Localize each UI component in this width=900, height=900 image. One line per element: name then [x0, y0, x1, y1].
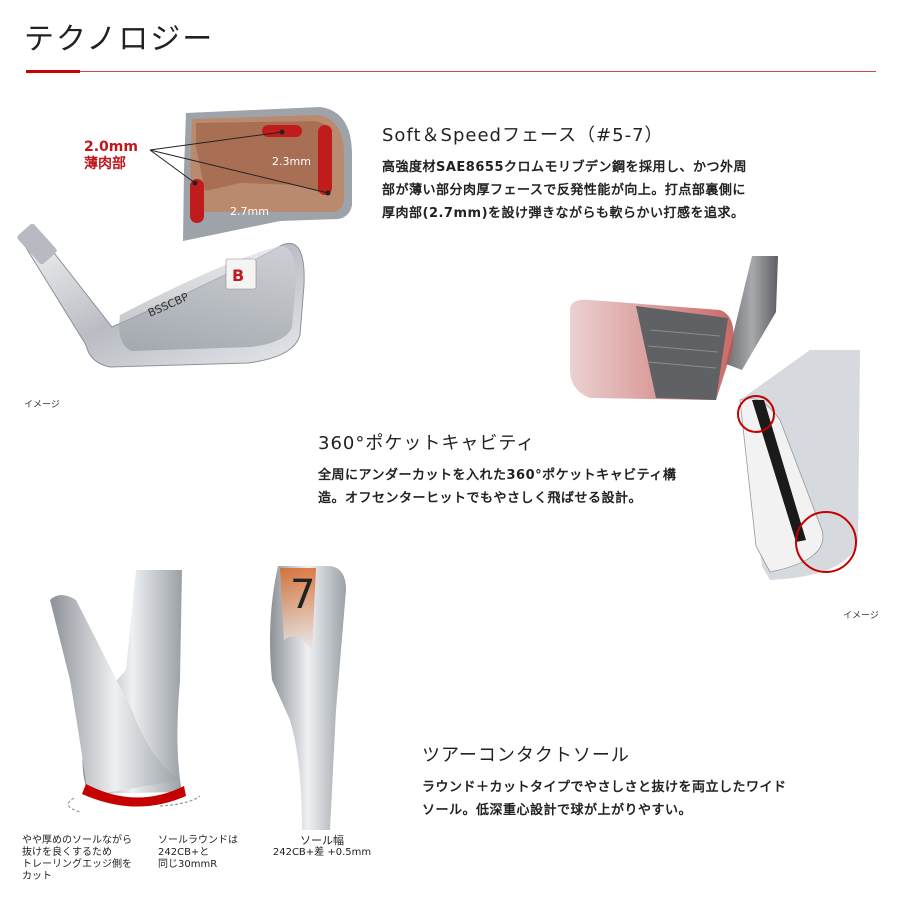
thin-zone-right	[318, 125, 332, 195]
club-number: 7	[290, 572, 315, 618]
figure1-caption: イメージ	[24, 400, 60, 410]
tour-contact-sole-figure: 7	[50, 566, 346, 830]
section-heading-sole: ツアーコンタクトソール	[422, 745, 630, 766]
pocket-cavity-figure	[570, 256, 860, 580]
page-title: テクノロジー	[24, 22, 215, 57]
label-2-7mm: 2.7mm	[230, 205, 269, 218]
section-body-face: 高強度材SAE8655クロムモリブデン鋼を採用し、かつ外周 部が薄い部分肉厚フェ…	[382, 160, 747, 221]
title-divider-accent	[26, 70, 80, 73]
section-body-cavity: 全周にアンダーカットを入れた360°ポケットキャビティ構 造。オフセンターヒット…	[318, 468, 677, 506]
title-divider	[26, 71, 876, 72]
svg-text:B: B	[232, 266, 244, 285]
section-heading-face: Soft＆Speedフェース（#5-7）	[382, 125, 664, 146]
thin-zone-label: 2.0mm 薄肉部	[84, 139, 138, 172]
section-heading-cavity: 360°ポケットキャビティ	[318, 433, 536, 454]
figure2-caption: イメージ	[843, 611, 879, 621]
sole-note-trailing-edge: やや厚めのソールながら 抜けを良くするため トレーリングエッジ側を カット	[22, 835, 132, 882]
face-thickness-figure: 2.3mm 2.7mm B BSSCBP	[17, 107, 352, 368]
section-body-sole: ラウンド＋カットタイプでやさしさと抜けを両立したワイド ソール。低深重心設計で球…	[422, 780, 787, 818]
sole-note-width: ソール幅 242CB+差 +0.5mm	[272, 834, 372, 859]
thin-zone-left	[190, 179, 204, 223]
label-2-3mm: 2.3mm	[272, 155, 311, 168]
sole-note-radius: ソールラウンドは 242CB+と 同じ30mmR	[158, 835, 238, 870]
